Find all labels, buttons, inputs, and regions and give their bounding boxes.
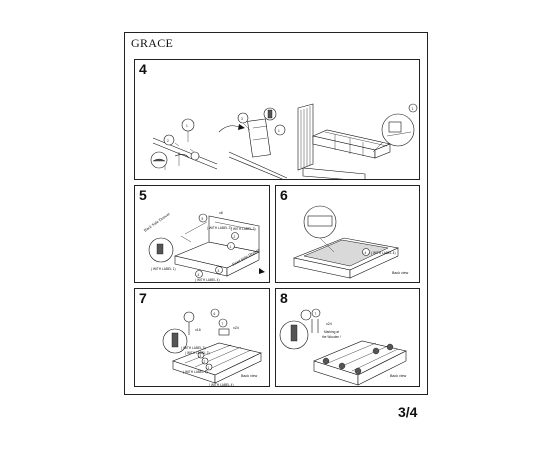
instruction-sheet: GRACE 4 1 2 [124,32,428,395]
svg-text:3: 3 [218,269,220,273]
quantity-x16-label: x16 [195,328,201,332]
svg-text:2: 2 [234,235,236,239]
assembly-arrow [218,125,242,133]
drawer-with-slats: 6 7 3 2 1 [162,308,262,384]
back-view-label: Back view [390,374,407,378]
quantity-x24-label: x24 [233,326,239,330]
svg-text:1: 1 [208,366,210,370]
with-label-4: ( WITH LABEL 4) [371,251,396,255]
svg-text:1: 1 [412,107,414,111]
svg-text:2: 2 [167,139,169,143]
step-4-illustration: 1 2 3 [150,103,418,179]
svg-text:5: 5 [202,217,204,221]
part-callout-circle [163,134,175,146]
with-label-1: ( WITH LABEL 1) [183,370,208,374]
svg-text:6: 6 [214,312,216,316]
with-label-4: ( WITH LABEL 4) [195,278,220,282]
svg-text:1: 1 [186,124,188,128]
marking-note-line-1: Marking at [324,330,339,334]
svg-text:2: 2 [204,360,206,364]
svg-text:3: 3 [241,117,243,121]
step-6-panel: 6 4 ( WITH LABEL 4) Back view [275,185,420,283]
quantity-label: x8 [219,211,223,215]
bed-frame-view: 1 [297,103,418,179]
svg-text:1: 1 [230,245,232,249]
svg-text:7: 7 [315,312,317,316]
svg-text:4: 4 [198,273,200,277]
drawer-bottom-view: 4 [292,205,399,279]
part-callout-circle [181,118,195,132]
rail-assembled-view: 3 1 [228,107,288,179]
page-number: 3/4 [398,404,418,420]
step-8-number: 8 [280,290,288,306]
with-label-4: ( WITH LABEL 4) [209,383,234,387]
back-view-label: Back view [392,271,409,275]
step-7-illustration: 6 7 3 2 1 x16 x24 ( WITH LABEL 3) ( WITH… [162,308,262,387]
step-8-illustration: 7 x24 Marking at the Wooden ! Back view [279,308,407,386]
step-4-number: 4 [139,61,147,77]
svg-text:7: 7 [222,322,224,326]
step-4-panel: 4 1 2 [134,59,420,180]
with-label-3: ( WITH LABEL 3) [207,226,232,230]
drawer-with-wheels: 7 [279,308,407,386]
with-label-1: ( WITH LABEL 1) [151,267,176,271]
with-label-2: ( WITH LABEL 2) [185,351,210,355]
step-7-panel: 7 6 7 3 2 [134,288,270,387]
step-5-panel: 5 5 2 1 3 4 [134,185,270,283]
svg-text:4: 4 [365,251,367,255]
step-5-number: 5 [139,187,147,203]
step-8-panel: 8 7 x24 [275,288,420,387]
arrow-head-icon [238,124,245,130]
back-side-drawer-label: Back Side Drawer [143,211,172,233]
svg-text:1: 1 [278,129,280,133]
with-label-3: ( WITH LABEL 3) [181,346,206,350]
document-title: GRACE [131,36,174,50]
back-view-label: Back view [241,374,258,378]
step-6-illustration: 4 ( WITH LABEL 4) Back view [292,205,409,279]
marking-note-line-2: the Wooden ! [322,335,341,339]
svg-text:3: 3 [200,354,202,358]
step-5-illustration: 5 2 1 3 4 Back Side Drawer Front Side Dr… [143,211,265,282]
drawer-assembly: 5 2 1 3 4 [148,213,265,278]
rail-exploded-view: 1 2 [150,118,218,170]
quantity-x24-label: x24 [326,322,332,326]
step-7-number: 7 [139,290,147,306]
with-label-2: ( WITH LABEL 2) [231,227,256,231]
step-6-number: 6 [280,187,288,203]
